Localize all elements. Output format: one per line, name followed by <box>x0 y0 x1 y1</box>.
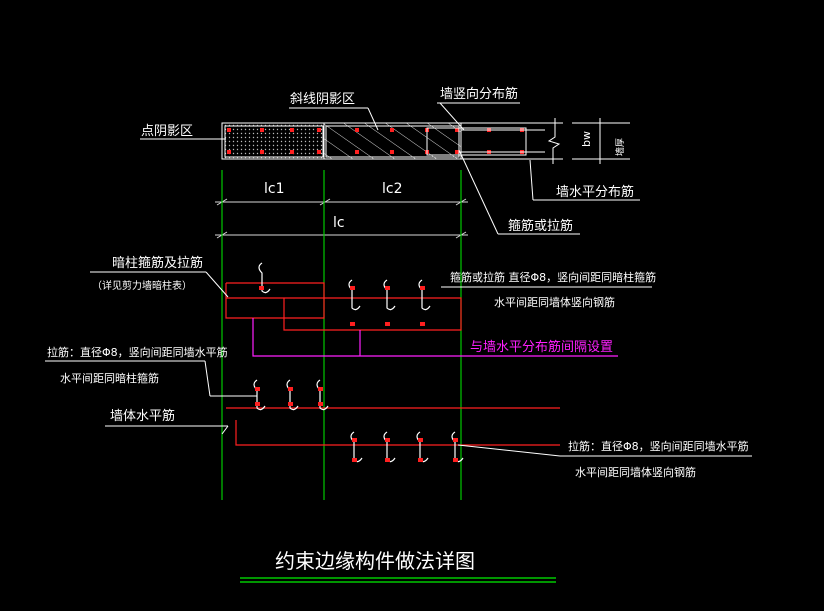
hidden-column-note: （详见剪力墙暗柱表） <box>92 279 192 292</box>
hook-dots <box>255 286 458 462</box>
lc-label: lc <box>333 215 345 231</box>
tie-spec-right-line1: 拉筋：直径Φ8，竖向间距同墙水平筋 <box>568 439 749 453</box>
same-spacing-note: 与墙水平分布筋间隔设置 <box>470 339 613 355</box>
tie-spec-left-line2: 水平间距同暗柱箍筋 <box>60 371 159 385</box>
plan-stirrup-2 <box>325 125 460 158</box>
lc2-label: lc2 <box>382 181 403 197</box>
drawing-title: 约束边缘构件做法详图 <box>275 549 475 573</box>
tie-spec-right-line2: 水平间距同墙体竖向钢筋 <box>575 465 696 479</box>
plan-section: bw 墙厚 <box>221 118 630 164</box>
elevation-bars <box>225 282 560 446</box>
wall-horizontal-bars-label: 墙水平分布筋 <box>556 184 634 200</box>
hooks <box>253 262 464 463</box>
plan-labels: 点阴影区 斜线阴影区 墙竖向分布筋 墙水平分布筋 箍筋或拉筋 <box>140 86 640 235</box>
break-line <box>547 118 561 164</box>
plan-stirrup-3 <box>426 127 527 156</box>
plan-stirrup-1 <box>224 125 324 158</box>
stirrup-tie-spec-line1: 箍筋或拉筋 直径Φ8，竖向间距同暗柱箍筋 <box>450 270 656 284</box>
hidden-column-stirrup-label: 暗柱箍筋及拉筋 <box>112 255 203 271</box>
dot-shade-zone <box>221 122 325 160</box>
wall-horizontal-label: 墙体水平筋 <box>110 408 175 424</box>
stirrup-tie-spec-line2: 水平间距同墙体竖向钢筋 <box>494 295 615 309</box>
bw-label: bw <box>580 131 593 147</box>
dot-shade-zone-label: 点阴影区 <box>141 124 193 139</box>
bw-side-label: 墙厚 <box>614 138 626 156</box>
right-leaders <box>441 286 752 457</box>
lc1-label: lc1 <box>264 181 285 197</box>
stirrup-or-tie-label: 箍筋或拉筋 <box>508 218 573 234</box>
spacing-indicator <box>252 318 618 357</box>
wall-vertical-bars-label: 墙竖向分布筋 <box>440 86 518 102</box>
hatch-shade-zone-label: 斜线阴影区 <box>290 92 355 107</box>
tie-spec-left-line1: 拉筋：直径Φ8，竖向间距同墙水平筋 <box>47 345 228 359</box>
left-leaders <box>45 271 257 435</box>
